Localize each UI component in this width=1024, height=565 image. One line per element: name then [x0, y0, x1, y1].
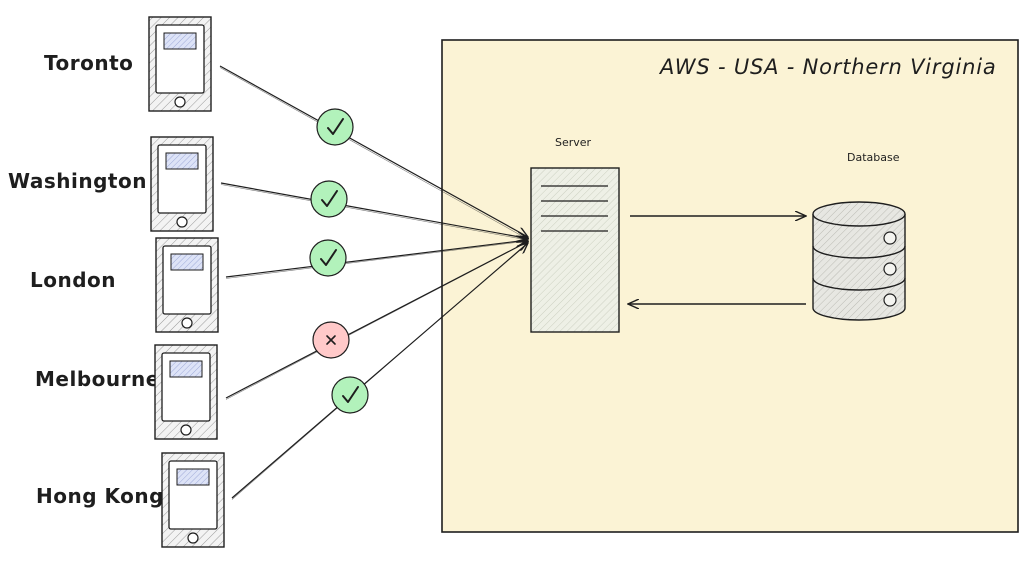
- check-mark: [342, 386, 359, 403]
- connection-arrow: [219, 65, 528, 237]
- database: Database: [812, 151, 906, 321]
- connection-arrow: [220, 182, 528, 239]
- phone-icon: [155, 237, 219, 333]
- status-badge: [309, 239, 347, 277]
- client-hong-kong: Hong Kong: [36, 243, 528, 548]
- phone-icon: [161, 452, 225, 548]
- city-label: Melbourne: [35, 367, 160, 391]
- status-badge: [310, 180, 348, 218]
- phone-screen-banner: [176, 468, 210, 486]
- status-badge: [316, 108, 354, 146]
- connection-arrow-sketch: [220, 184, 527, 240]
- connection-arrow: [225, 240, 528, 278]
- check-icon: [309, 239, 347, 277]
- x-icon: [312, 321, 350, 359]
- check-mark: [321, 190, 338, 207]
- city-label: Hong Kong: [36, 484, 164, 508]
- phone-icon: [154, 344, 218, 440]
- client-toronto: Toronto: [44, 16, 528, 239]
- check-icon: [310, 180, 348, 218]
- status-badge: [331, 376, 369, 414]
- aws-region-title: AWS - USA - Northern Virginia: [658, 55, 997, 79]
- phone-screen-banner: [170, 253, 204, 271]
- server-box: [530, 167, 620, 333]
- database-cylinder-icon: [812, 201, 906, 321]
- aws-region: AWS - USA - Northern Virginia: [441, 39, 1019, 533]
- server-label: Server: [555, 136, 592, 149]
- database-label: Database: [847, 151, 900, 164]
- city-label: Toronto: [44, 51, 133, 75]
- connection-arrow-sketch: [219, 67, 527, 239]
- check-mark: [320, 249, 337, 266]
- connection-arrow-sketch: [225, 240, 527, 279]
- city-label: London: [30, 268, 116, 292]
- phone-home-button: [181, 317, 193, 329]
- phone-icon: [148, 16, 212, 112]
- client-washington: Washington: [8, 136, 528, 240]
- check-mark: [327, 118, 344, 135]
- phone-home-button: [187, 532, 199, 544]
- client-london: London: [30, 237, 528, 333]
- phone-home-button: [174, 96, 186, 108]
- phone-icon: [150, 136, 214, 232]
- connection-arrow: [225, 242, 528, 399]
- connection-arrow-sketch: [225, 242, 527, 400]
- phone-screen-banner: [169, 360, 203, 378]
- client-melbourne: Melbourne: [35, 242, 528, 440]
- check-icon: [316, 108, 354, 146]
- aws-region-box: [441, 39, 1019, 533]
- server: Server: [530, 136, 620, 333]
- phone-home-button: [176, 216, 188, 228]
- connection-arrow-sketch: [231, 243, 527, 500]
- x-mark: [326, 335, 336, 345]
- phone-screen-banner: [165, 152, 199, 170]
- phone-home-button: [180, 424, 192, 436]
- phone-screen-banner: [163, 32, 197, 50]
- check-icon: [331, 376, 369, 414]
- city-label: Washington: [8, 169, 147, 193]
